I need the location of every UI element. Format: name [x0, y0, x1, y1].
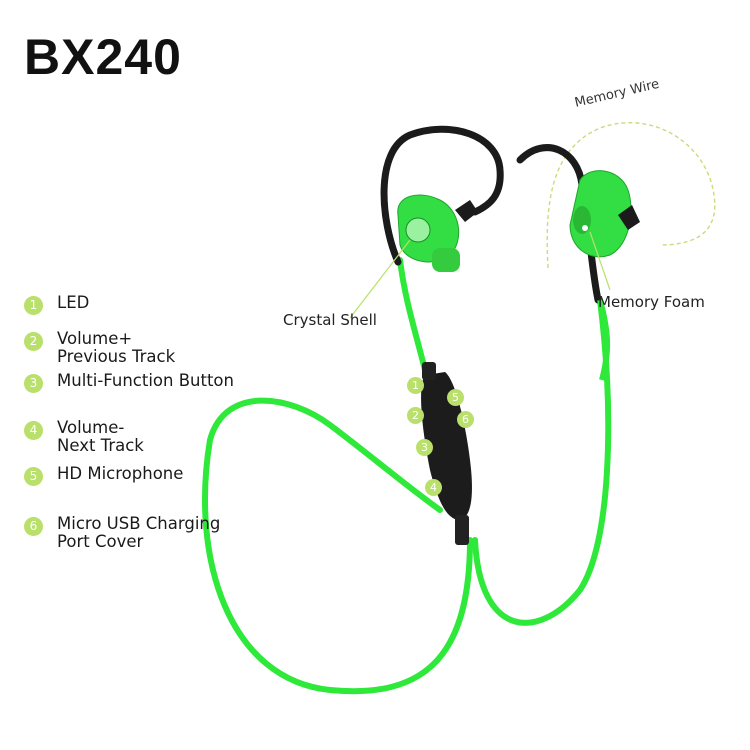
- feature-label: LED: [57, 293, 90, 312]
- cable-loop: [202, 397, 473, 695]
- feature-number-badge: 3: [24, 374, 43, 393]
- feature-number-badge: 4: [24, 421, 43, 440]
- feature-number-badge: 5: [24, 467, 43, 486]
- left-earhook: [380, 125, 504, 266]
- remote-marker-1: 1: [407, 377, 424, 394]
- feature-item-multifunction: 3 Multi-Function Button: [24, 372, 234, 393]
- crystal-shell-leader: [349, 239, 411, 319]
- remote-marker-6: 6: [457, 411, 474, 428]
- feature-number-badge: 1: [24, 296, 43, 315]
- left-earbud: [397, 194, 478, 272]
- feature-item-volume-up: 2 Volume+ Previous Track: [24, 330, 175, 366]
- feature-item-volume-down: 4 Volume- Next Track: [24, 419, 144, 455]
- feature-item-microphone: 5 HD Microphone: [24, 465, 183, 486]
- feature-sublabel: Previous Track: [57, 347, 176, 366]
- right-earbud: [569, 170, 640, 258]
- feature-label: HD Microphone: [57, 464, 184, 483]
- feature-label: Multi-Function Button: [57, 371, 234, 390]
- memory-wire-guide: [546, 122, 716, 269]
- feature-item-usb-cover: 6 Micro USB Charging Port Cover: [24, 515, 220, 551]
- feature-label: Volume+: [57, 329, 133, 348]
- remote-marker-2: 2: [407, 407, 424, 424]
- feature-label: Micro USB Charging: [57, 514, 221, 533]
- crystal-shell-label: Crystal Shell: [283, 311, 377, 329]
- feature-number-badge: 2: [24, 332, 43, 351]
- feature-sublabel: Port Cover: [57, 532, 144, 551]
- remote-marker-4: 4: [425, 479, 442, 496]
- product-title: BX240: [24, 29, 182, 85]
- memory-foam-label: Memory Foam: [598, 293, 705, 311]
- feature-label: Volume-: [57, 418, 125, 437]
- feature-number-badge: 6: [24, 517, 43, 536]
- memory-foam-leader: [589, 231, 611, 291]
- feature-item-led: 1 LED: [24, 294, 89, 315]
- remote-marker-3: 3: [416, 439, 433, 456]
- remote-marker-5: 5: [447, 389, 464, 406]
- feature-sublabel: Next Track: [57, 436, 144, 455]
